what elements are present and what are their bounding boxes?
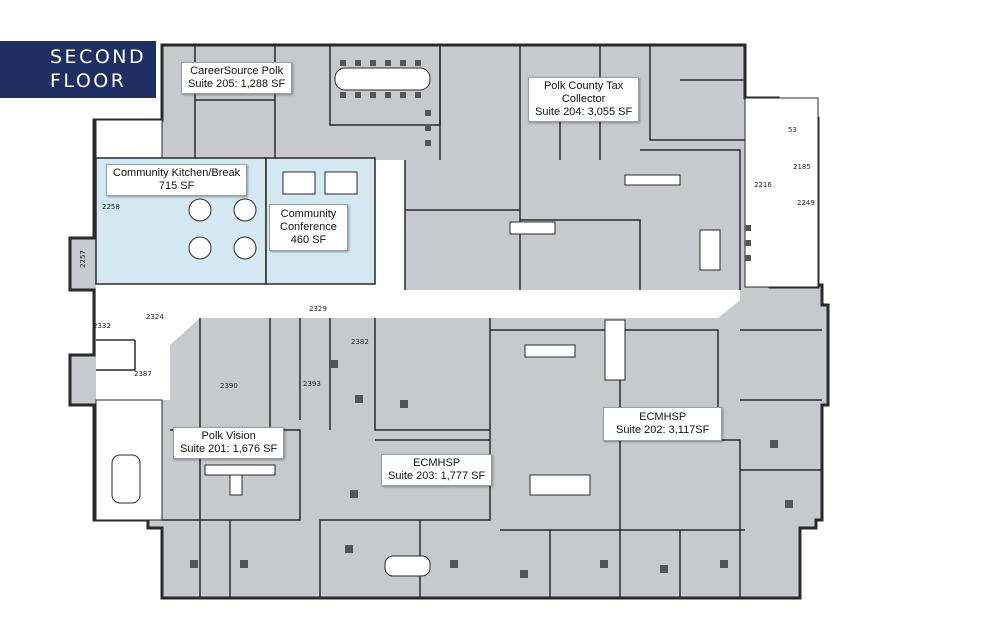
room-number: 2324 <box>146 313 164 321</box>
tenant-label-community-conference: Community Conference 460 SF <box>269 204 348 251</box>
tenant-label-ecmhsp-202: ECMHSP Suite 202: 3,117SF <box>603 407 723 441</box>
tenant-detail: 715 SF <box>158 180 195 192</box>
tenant-name-line-2: Conference <box>280 221 337 233</box>
furniture <box>111 67 721 577</box>
floor-title-banner: SECOND FLOOR <box>0 41 156 98</box>
room-number: 53 <box>788 126 797 134</box>
tenant-name: Community <box>280 208 337 220</box>
tenant-name: ECMHSP <box>639 411 687 423</box>
tenant-label-tax-collector: Polk County Tax Collector Suite 204: 3,0… <box>528 77 640 122</box>
tenant-name: ECMHSP <box>413 457 461 469</box>
room-number: 2332 <box>93 322 111 330</box>
tenant-name: Community Kitchen/Break <box>113 167 241 179</box>
room-number: 2216 <box>754 181 772 189</box>
tenant-detail: Suite 204: 3,055 SF <box>535 106 633 118</box>
tenant-detail: Suite 205: 1,288 SF <box>188 78 286 90</box>
chairs <box>190 60 793 578</box>
tenant-name: Polk County Tax <box>543 80 624 92</box>
east-stair-area <box>744 97 819 288</box>
room-number: 2329 <box>309 305 327 313</box>
room-number: 2382 <box>351 338 369 346</box>
room-number: 2387 <box>134 370 152 378</box>
tenant-detail: Suite 202: 3,117SF <box>616 424 710 436</box>
floor-title-line-1: SECOND <box>50 46 147 68</box>
tenant-detail: Suite 201: 1,676 SF <box>180 443 278 455</box>
tenant-name-line-2: Collector <box>561 93 606 105</box>
room-number: 2249 <box>797 199 815 207</box>
tenant-label-polk-vision: Polk Vision Suite 201: 1,676 SF <box>173 427 285 459</box>
room-number: 2185 <box>793 163 811 171</box>
tenant-name: CareerSource Polk <box>190 65 284 77</box>
tenant-name: Polk Vision <box>201 430 256 442</box>
room-number: 2258 <box>102 203 120 211</box>
tenant-detail: Suite 203: 1,777 SF <box>388 470 486 482</box>
main-corridor <box>96 284 740 400</box>
tenant-label-community-kitchen: Community Kitchen/Break 715 SF <box>106 164 248 196</box>
floor-title-line-2: FLOOR <box>50 70 127 92</box>
tenant-label-careersource: CareerSource Polk Suite 205: 1,288 SF <box>181 62 293 94</box>
room-number: 2393 <box>303 380 321 388</box>
west-strip <box>95 119 163 159</box>
room-number: 2257 <box>78 250 87 268</box>
tenant-detail: 460 SF <box>290 234 327 246</box>
room-number: 2390 <box>220 382 238 390</box>
north-corridor <box>375 160 405 290</box>
tenant-label-ecmhsp-203: ECMHSP Suite 203: 1,777 SF <box>381 454 493 486</box>
